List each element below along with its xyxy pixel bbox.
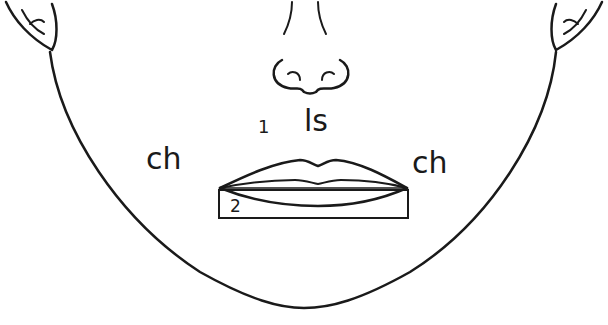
nose-outline xyxy=(274,60,349,94)
left-ear-detail xyxy=(22,10,44,34)
mouth-line xyxy=(220,180,407,188)
nose-bridge xyxy=(284,2,292,34)
jaw-outline xyxy=(50,52,556,308)
right-ear-detail xyxy=(564,10,586,34)
nostril xyxy=(288,72,334,80)
region-number: 2 xyxy=(230,198,241,215)
left-ear xyxy=(6,2,57,50)
region-number: 1 xyxy=(258,118,269,136)
labrale-superius-label: ls xyxy=(304,106,328,136)
chelion-label: ch xyxy=(146,144,182,174)
measurement-box: 2 xyxy=(218,189,409,219)
chelion-label: ch xyxy=(412,148,448,178)
nose-bridge xyxy=(318,2,326,34)
right-ear xyxy=(552,2,603,50)
upper-lip xyxy=(220,160,407,188)
